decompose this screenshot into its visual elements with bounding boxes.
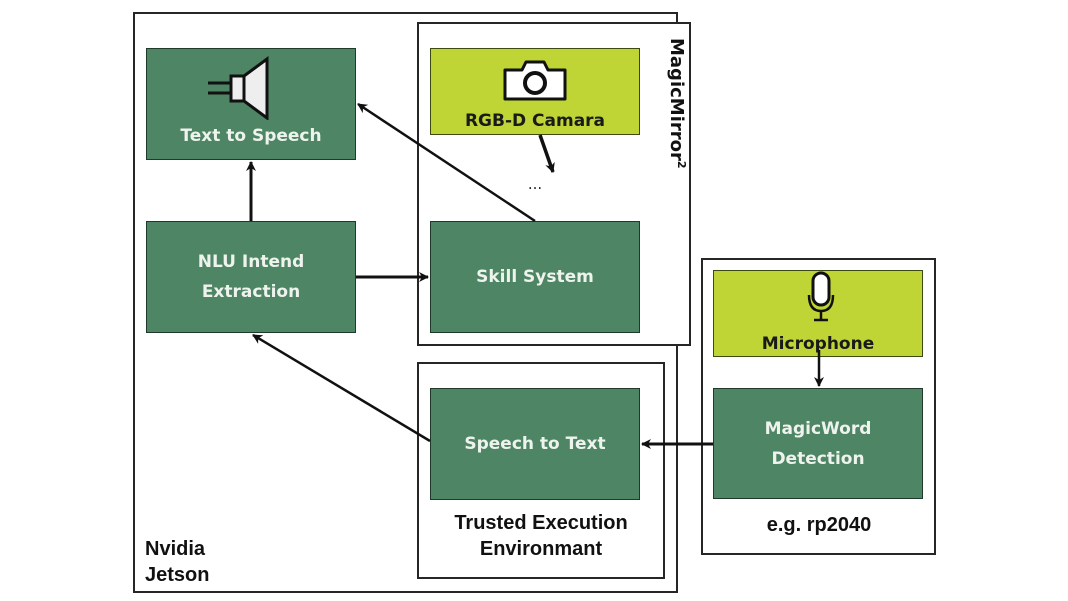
magicmirror-label-text: MagicMirror: [666, 38, 687, 161]
microphone-label: Microphone: [761, 334, 875, 354]
nlu-node[interactable]: NLU Intend Extraction: [146, 221, 356, 333]
camera-icon: [503, 60, 567, 101]
rp2040-label: e.g. rp2040: [766, 514, 872, 536]
stt-node[interactable]: Speech to Text: [430, 388, 640, 500]
magicword-label-line2: Detection: [771, 448, 865, 469]
magicword-node[interactable]: MagicWord Detection: [713, 388, 923, 499]
magicmirror-label: MagicMirror2: [666, 38, 688, 169]
stt-label: Speech to Text: [464, 434, 606, 454]
tts-label: Text to Speech: [180, 126, 322, 146]
jetson-label: Nvidia Jetson: [145, 536, 209, 588]
tee-label-line2: Environmant: [479, 538, 603, 560]
magicmirror-label-sup: 2: [675, 160, 688, 169]
nlu-label-line2: Extraction: [201, 282, 301, 302]
skill-node[interactable]: Skill System: [430, 221, 640, 333]
ellipsis-node: ...: [527, 175, 543, 193]
jetson-label-line1: Nvidia: [145, 538, 206, 560]
jetson-label-line2: Jetson: [145, 564, 210, 586]
magicword-label-line1: MagicWord: [764, 418, 872, 439]
speaker-icon: [208, 56, 269, 120]
nlu-label-line1: NLU Intend: [197, 252, 305, 272]
camera-label: RGB-D Camara: [464, 111, 606, 131]
tee-label: Trusted Execution Environmant: [418, 510, 664, 562]
skill-label: Skill System: [476, 267, 594, 287]
tee-label-line1: Trusted Execution: [454, 512, 628, 534]
microphone-icon: [807, 271, 835, 322]
